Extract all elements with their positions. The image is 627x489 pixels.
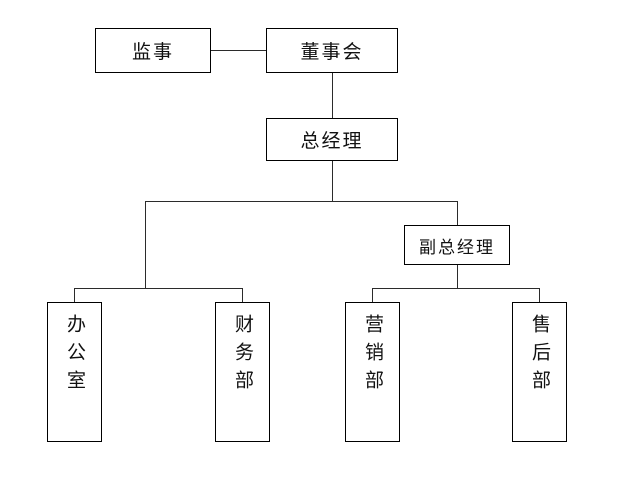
- connector-bus-to-aftersales: [539, 288, 540, 303]
- org-node-aftersales-department[interactable]: 售后部: [512, 302, 567, 442]
- connector-supervisor-to-board: [211, 50, 267, 51]
- connector-right-pair-bus: [372, 288, 540, 289]
- connector-left-branch-drop: [145, 201, 146, 289]
- connector-bus-to-deputy-gm: [457, 201, 458, 226]
- org-node-office-label: 办公室: [64, 314, 86, 398]
- connector-main-bus: [145, 201, 458, 202]
- org-node-supervisor-label: 监事: [131, 41, 174, 63]
- connector-gm-down: [332, 161, 333, 202]
- org-node-general-manager-label: 总经理: [300, 130, 364, 152]
- connector-deputy-gm-down: [457, 265, 458, 289]
- org-node-board-of-directors-label: 董事会: [300, 41, 364, 63]
- org-node-aftersales-department-label: 售后部: [529, 314, 551, 398]
- connector-left-pair-bus: [74, 288, 243, 289]
- connector-bus-to-office: [74, 288, 75, 303]
- org-node-office[interactable]: 办公室: [47, 302, 102, 442]
- org-node-board-of-directors[interactable]: 董事会: [266, 28, 398, 73]
- org-node-supervisor[interactable]: 监事: [95, 28, 211, 73]
- org-node-general-manager[interactable]: 总经理: [266, 118, 398, 161]
- org-node-deputy-general-manager-label: 副总经理: [419, 237, 495, 258]
- org-node-finance-department[interactable]: 财务部: [215, 302, 270, 442]
- org-node-marketing-department-label: 营销部: [362, 314, 384, 398]
- org-node-finance-department-label: 财务部: [232, 314, 254, 398]
- connector-bus-to-finance: [242, 288, 243, 303]
- connector-board-to-gm: [332, 73, 333, 118]
- org-node-marketing-department[interactable]: 营销部: [345, 302, 400, 442]
- connector-bus-to-marketing: [372, 288, 373, 303]
- org-node-deputy-general-manager[interactable]: 副总经理: [404, 225, 510, 265]
